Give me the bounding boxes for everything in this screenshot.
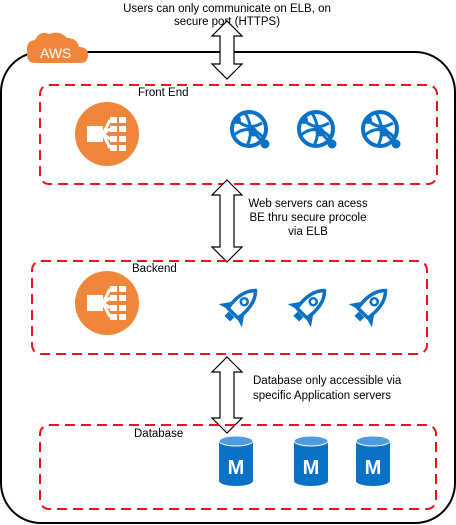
database-2-letter: M	[303, 457, 320, 479]
users-frontend-arrow	[210, 20, 244, 80]
backend-database-arrow	[210, 356, 244, 434]
web-to-backend-note-line3: via ELB	[288, 226, 328, 238]
front-end-load-balancer-icon	[73, 100, 141, 168]
database-label: Database	[134, 428, 183, 440]
web-server-3-globe-icon	[361, 110, 403, 151]
database-3-icon: M	[355, 435, 391, 487]
web-server-2-globe-icon	[297, 110, 339, 151]
app-server-2-rocket-icon	[284, 278, 337, 331]
web-server-1-globe-icon	[230, 110, 272, 151]
user-access-note-line1: Users can only communicate on ELB, on	[123, 3, 331, 15]
app-server-3-rocket-icon	[345, 278, 398, 331]
database-tier	[39, 424, 437, 510]
database-1-letter: M	[228, 457, 245, 479]
web-to-backend-note-line2: BE thru secure procole	[250, 212, 367, 224]
aws-label: AWS	[40, 45, 71, 61]
frontend-backend-arrow	[210, 179, 244, 263]
backend-load-balancer-icon	[73, 269, 141, 337]
front-end-tier	[39, 84, 438, 185]
db-access-note-line2: specific Application servers	[253, 390, 391, 402]
database-2-icon: M	[293, 435, 329, 487]
backend-label: Backend	[132, 263, 177, 275]
database-3-letter: M	[365, 457, 382, 479]
app-server-1-rocket-icon	[215, 278, 268, 331]
db-access-note-line1: Database only accessible via	[253, 375, 402, 387]
front-end-label: Front End	[138, 87, 189, 99]
aws-cloud-icon: AWS	[26, 32, 88, 63]
database-1-icon: M	[218, 435, 254, 487]
web-to-backend-note-line1: Web servers can acess	[248, 198, 368, 210]
